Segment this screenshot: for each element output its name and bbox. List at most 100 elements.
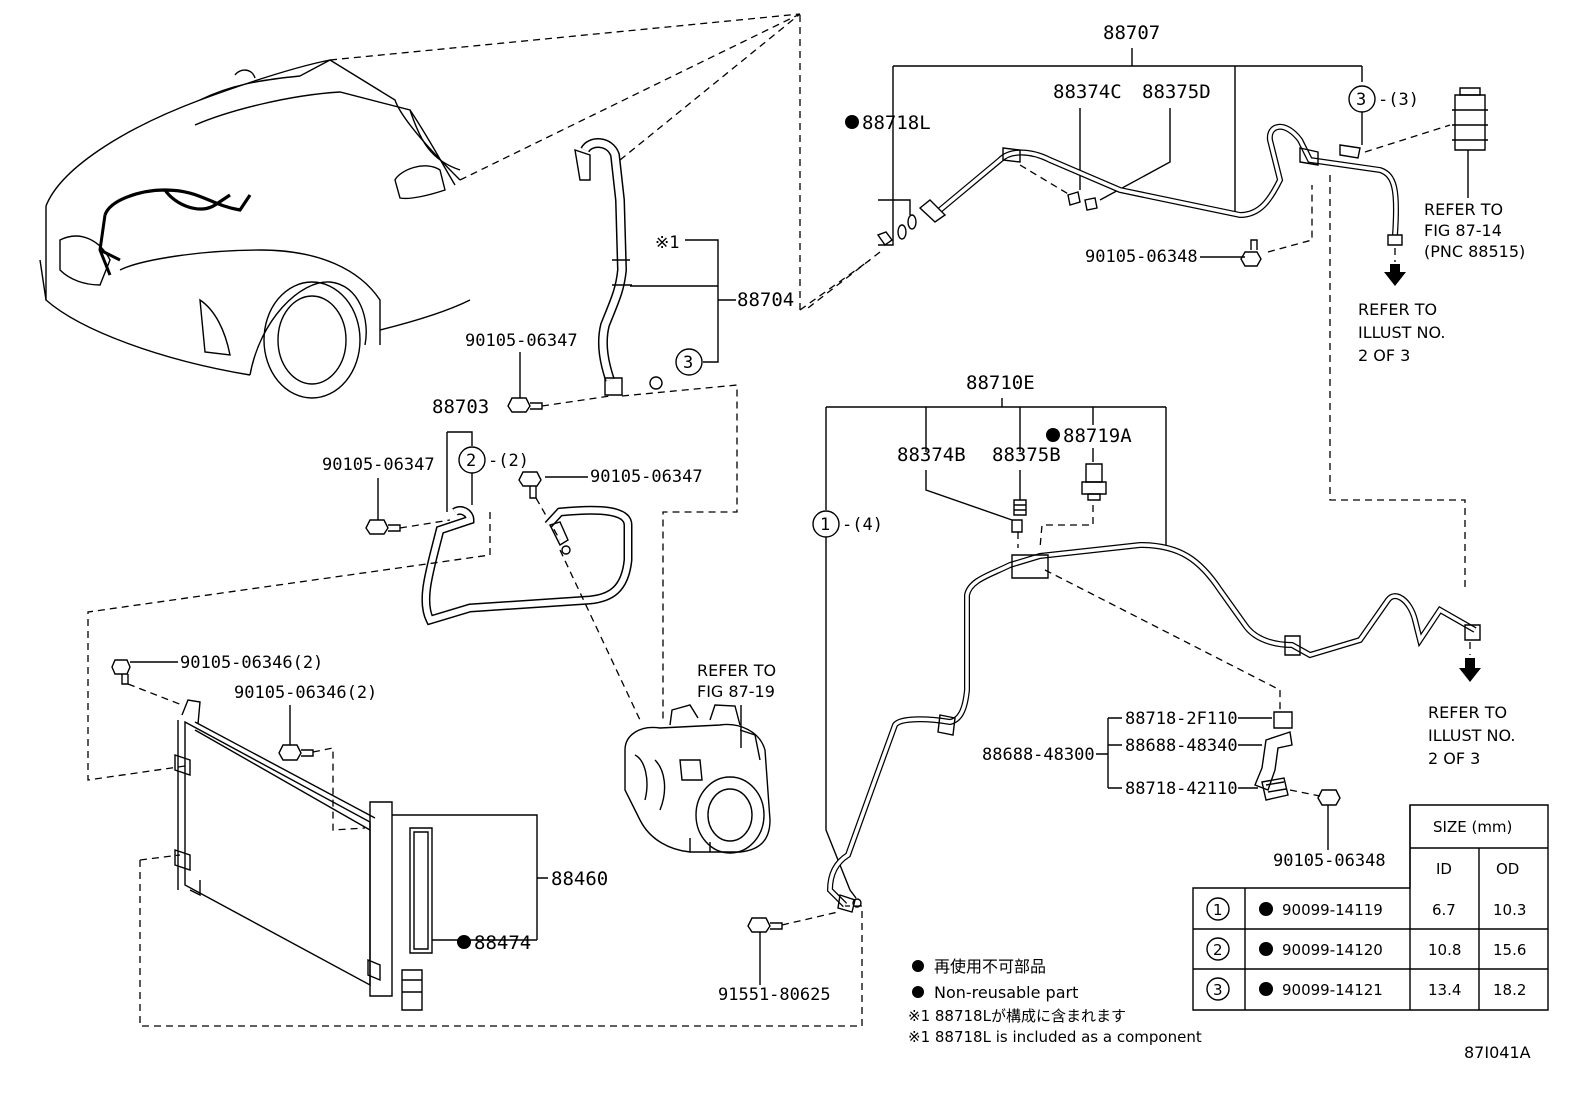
oring-size-table xyxy=(1192,804,1549,1011)
part-label-88375B: 88375B xyxy=(992,444,1061,466)
legend-nonreusable-en: Non-reusable part xyxy=(934,983,1078,1002)
oring-ref-circle-3 xyxy=(675,348,703,376)
part-label-88710E: 88710E xyxy=(966,372,1035,394)
arrow-down-icon xyxy=(1459,658,1481,682)
part-label-88374C: 88374C xyxy=(1053,81,1122,103)
part-label-90105-06346: 90105-06346(2) xyxy=(234,683,377,703)
refer-text: REFER TO xyxy=(1428,703,1507,722)
bolt-icon xyxy=(111,659,131,685)
arrow-down-icon xyxy=(1384,264,1406,286)
oring-count: -(4) xyxy=(842,515,883,535)
part-label-88707: 88707 xyxy=(1103,22,1160,44)
table-row: 1 90099-14119 6.7 10.3 xyxy=(1206,897,1526,921)
part-label-88718L: 88718L xyxy=(862,112,931,134)
legend-note-en: ※1 88718L is included as a component xyxy=(908,1028,1202,1046)
component-note-marker: ※1 xyxy=(655,233,679,253)
bolt-icon xyxy=(507,397,543,413)
nonreusable-marker xyxy=(457,935,471,949)
oring-set xyxy=(876,199,917,246)
table-header-id: ID xyxy=(1436,860,1452,878)
table-header-od: OD xyxy=(1496,860,1519,878)
oring-ref-number: 3 xyxy=(683,353,693,373)
bolt-icon xyxy=(747,917,783,933)
row-part-number: 90099-14121 xyxy=(1282,981,1383,999)
figure-code: 87I041A xyxy=(1464,1043,1531,1062)
part-label-88704: 88704 xyxy=(737,289,794,311)
table-row: 3 90099-14121 13.4 18.2 xyxy=(1206,977,1526,1001)
refer-text: REFER TO xyxy=(1424,200,1503,219)
valve-core-icon xyxy=(1067,191,1098,211)
nonreusable-marker xyxy=(912,986,924,998)
condenser-88460 xyxy=(174,699,393,997)
nonreusable-marker xyxy=(845,115,859,129)
oring-count: -(2) xyxy=(488,451,529,471)
row-id: 6.7 xyxy=(1432,901,1456,919)
suction-hose-88703 xyxy=(421,505,633,626)
liquid-tube-88710E xyxy=(826,541,1481,913)
bolt-icon xyxy=(1240,239,1262,267)
part-label-88703: 88703 xyxy=(432,396,489,418)
row-number: 2 xyxy=(1213,941,1223,959)
part-label-90105-06346: 90105-06346(2) xyxy=(180,653,323,673)
row-number: 3 xyxy=(1213,981,1223,999)
row-id: 10.8 xyxy=(1428,941,1461,959)
vehicle-front-illustration xyxy=(39,13,801,399)
row-id: 13.4 xyxy=(1428,981,1461,999)
compressor-illustration xyxy=(624,704,771,854)
row-part-number: 90099-14119 xyxy=(1282,901,1383,919)
refer-text: ILLUST NO. xyxy=(1428,726,1515,745)
part-label-90105-06347: 90105-06347 xyxy=(465,331,578,351)
oring-ref-number: 1 xyxy=(820,515,830,535)
refer-text: ILLUST NO. xyxy=(1358,323,1445,342)
part-label-88688-48340: 88688-48340 xyxy=(1125,736,1238,756)
row-number: 1 xyxy=(1213,901,1223,919)
discharge-hose-88704 xyxy=(574,13,871,396)
legend-nonreusable-jp: 再使用不可部品 xyxy=(934,957,1046,976)
row-od: 10.3 xyxy=(1493,901,1526,919)
part-label-88460: 88460 xyxy=(551,868,608,890)
part-label-91551-80625: 91551-80625 xyxy=(718,985,831,1005)
part-label-90105-06347: 90105-06347 xyxy=(590,467,703,487)
bracket-88688-48340 xyxy=(1254,731,1293,791)
row-od: 18.2 xyxy=(1493,981,1526,999)
legend-note-jp: ※1 88718Lが構成に含まれます xyxy=(908,1007,1126,1025)
refer-text: 2 OF 3 xyxy=(1358,346,1410,365)
part-label-88374B: 88374B xyxy=(897,444,966,466)
part-label-90105-06347: 90105-06347 xyxy=(322,455,435,475)
bolt-icon xyxy=(278,744,314,761)
part-label-88688-48300: 88688-48300 xyxy=(982,745,1095,765)
oring-count: -(3) xyxy=(1378,90,1419,110)
refer-text: FIG 87-19 xyxy=(697,682,775,701)
oring-ref-number: 2 xyxy=(466,451,476,471)
clamp-88718-2F110 xyxy=(1273,711,1293,729)
refer-text: 2 OF 3 xyxy=(1428,749,1480,768)
table-header-size: SIZE (mm) xyxy=(1433,818,1512,836)
bolt-icon xyxy=(365,519,401,535)
part-label-88719A: 88719A xyxy=(1063,425,1132,447)
row-part-number: 90099-14120 xyxy=(1282,941,1383,959)
pressure-switch-88719A xyxy=(1081,463,1107,501)
nonreusable-marker xyxy=(912,960,924,972)
clamp-88718-42110 xyxy=(1261,777,1289,801)
refer-text: REFER TO xyxy=(1358,300,1437,319)
row-od: 15.6 xyxy=(1493,941,1526,959)
nonreusable-marker xyxy=(1046,428,1060,442)
part-label-88375D: 88375D xyxy=(1142,81,1211,103)
oring-ref-number: 3 xyxy=(1356,90,1366,110)
table-row: 2 90099-14120 10.8 15.6 xyxy=(1206,937,1526,961)
bolt-icon xyxy=(518,471,542,499)
refer-text: (PNC 88515) xyxy=(1424,242,1525,261)
liquid-tube-88707 xyxy=(918,123,1403,246)
valve-core-icon xyxy=(1013,499,1027,516)
part-label-88718-2F110: 88718-2F110 xyxy=(1125,709,1238,729)
service-valve-88515 xyxy=(1452,87,1488,151)
receiver-dryer-88474 xyxy=(401,827,433,1011)
bolt-icon xyxy=(1317,789,1341,806)
part-label-90105-06348: 90105-06348 xyxy=(1273,851,1386,871)
part-label-88718-42110: 88718-42110 xyxy=(1125,779,1238,799)
refer-text: REFER TO xyxy=(697,661,776,680)
part-label-90105-06348: 90105-06348 xyxy=(1085,247,1198,267)
refer-text: FIG 87-14 xyxy=(1424,221,1502,240)
part-label-88474: 88474 xyxy=(474,932,531,954)
